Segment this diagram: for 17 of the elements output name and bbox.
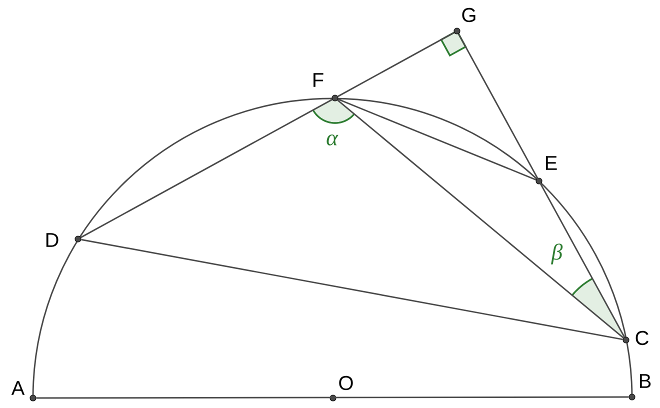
line-segment [458, 34, 626, 338]
line-segment [338, 98, 536, 180]
line-segment [80, 98, 332, 238]
point-label: C [636, 330, 648, 346]
point-label: B [640, 374, 651, 388]
angle-label: α [326, 134, 338, 146]
point-label: D [46, 233, 58, 247]
line-segment [338, 32, 454, 98]
angle-label: β [551, 244, 563, 264]
point-label: F [314, 73, 324, 87]
line-segment [81, 238, 623, 340]
point-label: E [546, 156, 557, 170]
point-label: G [462, 8, 476, 22]
point-label: O [339, 376, 353, 390]
line-segment [36, 396, 629, 399]
point-label: A [11, 381, 25, 395]
line-segment [337, 100, 624, 338]
